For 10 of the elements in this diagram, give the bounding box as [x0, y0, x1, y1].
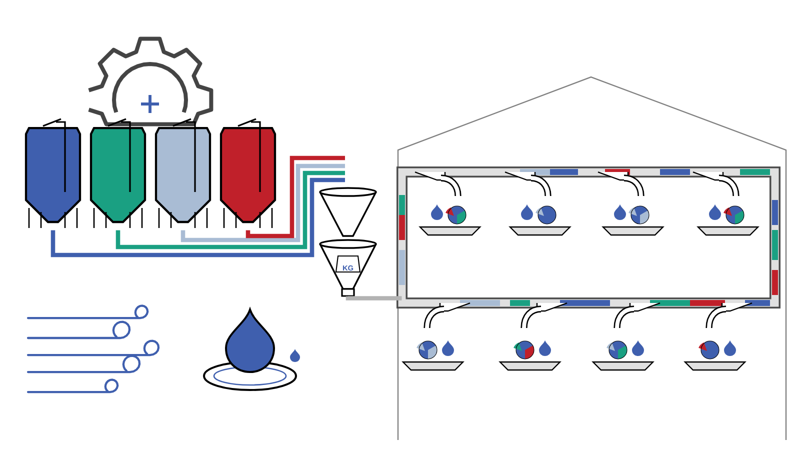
- feed-pipe: [50, 178, 345, 258]
- feed-pipe-loop: [396, 166, 780, 308]
- silo-drawing: [24, 118, 82, 229]
- feed-pipe: [180, 164, 345, 242]
- silo-drawing: [154, 118, 212, 229]
- feed-pipe: [246, 156, 345, 238]
- silo-drawing: [90, 118, 146, 229]
- silo-drawing: [220, 118, 276, 229]
- feed-pipe: [116, 170, 345, 250]
- feed-pipe: [346, 296, 402, 300]
